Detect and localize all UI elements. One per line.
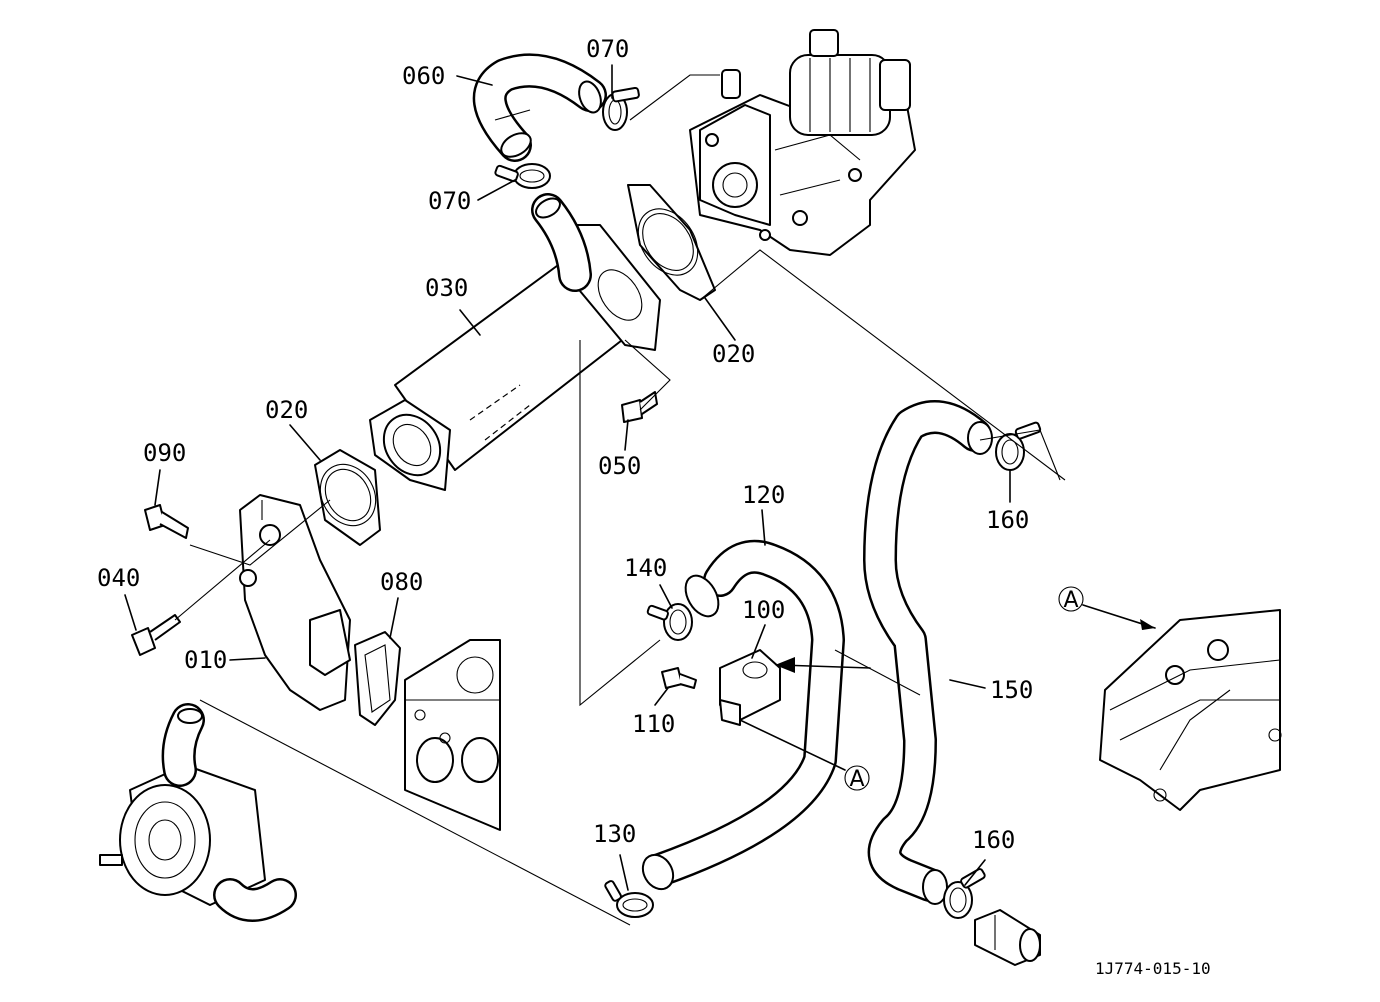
- label-160-upper: 160: [986, 506, 1029, 534]
- label-090: 090: [143, 439, 186, 467]
- flange-010: [239, 494, 351, 711]
- egr-valve: [689, 29, 916, 256]
- clamp-160-upper: [995, 421, 1042, 471]
- gasket-080: [354, 631, 401, 726]
- hose-120: [641, 539, 845, 891]
- label-060: 060: [402, 62, 445, 90]
- label-030: 030: [425, 274, 468, 302]
- label-100: 100: [742, 596, 785, 624]
- label-160-lower: 160: [972, 826, 1015, 854]
- gasket-020-lower: [314, 449, 381, 546]
- label-110: 110: [632, 710, 675, 738]
- bolt-090: [144, 504, 189, 539]
- clamp-070-upper: [602, 86, 640, 131]
- cylinder-head: [404, 639, 501, 831]
- clamp-070-lower: [494, 163, 551, 189]
- clamp-140: [646, 603, 693, 641]
- label-010: 010: [184, 646, 227, 674]
- bolt-110: [661, 667, 697, 689]
- label-040: 040: [97, 564, 140, 592]
- drawing-code: 1J774-015-10: [1095, 959, 1211, 978]
- label-050: 050: [598, 452, 641, 480]
- hose-fitting: [974, 909, 1041, 966]
- gasket-020-upper: [627, 184, 716, 301]
- clip-100: [719, 649, 781, 726]
- label-140: 140: [624, 554, 667, 582]
- detail-a-view: [1099, 609, 1282, 811]
- reference-a-marker: A: [1063, 588, 1078, 613]
- oil-cooler: [99, 703, 297, 922]
- label-070-lower: 070: [428, 187, 471, 215]
- label-020-lower: 020: [265, 396, 308, 424]
- label-150: 150: [990, 676, 1033, 704]
- clamp-130: [604, 880, 654, 918]
- egr-cooler-pipe-030: [369, 224, 661, 491]
- reference-a-marker-2: A: [849, 767, 864, 792]
- short-tube-030: [531, 193, 592, 292]
- label-070-upper: 070: [586, 35, 629, 63]
- label-080: 080: [380, 568, 423, 596]
- clamp-160-lower: [943, 868, 986, 919]
- bolt-050: [621, 391, 658, 423]
- hose-150: [863, 400, 993, 905]
- label-020-upper: 020: [712, 340, 755, 368]
- hose-060: [472, 53, 607, 162]
- bolt-040: [131, 614, 181, 656]
- label-120: 120: [742, 481, 785, 509]
- label-130: 130: [593, 820, 636, 848]
